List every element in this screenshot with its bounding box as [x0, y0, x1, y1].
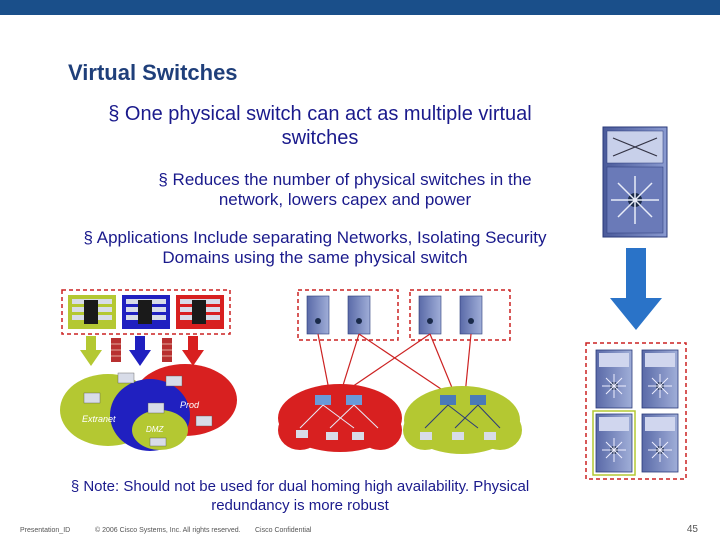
middle-switch-group-left [297, 289, 399, 341]
virtual-switch-icon [459, 295, 483, 335]
bullet-one-physical-switch: § One physical switch can act as multipl… [108, 103, 532, 149]
virtual-switch-icon [595, 349, 633, 409]
arrow-down-red-icon [182, 336, 204, 366]
virtual-switch-icon [592, 410, 636, 476]
virtual-switch-icon [641, 349, 679, 409]
cloud-label-extranet: Extranet [82, 414, 116, 424]
footer-presentation-id: Presentation_ID [20, 527, 71, 534]
virtual-switch-icon [306, 295, 330, 335]
bullet-reduces-switches: § Reduces the number of physical switche… [158, 170, 532, 210]
note-text: § Note: Should not be used for dual homi… [70, 478, 530, 514]
firewall-icon [162, 338, 172, 362]
left-switch-group-container [61, 289, 231, 335]
cloud-label-prod: Prod [180, 400, 200, 410]
middle-switch-group-right [409, 289, 511, 341]
arrow-down-green-icon [80, 336, 102, 366]
arrow-down-blue-icon [129, 336, 151, 366]
red-network-cloud-icon [278, 384, 402, 452]
top-banner [0, 0, 720, 15]
firewall-icon [111, 338, 121, 362]
physical-switch-chassis-icon [602, 126, 668, 238]
virtual-switch-icon [418, 295, 442, 335]
virtualize-arrow-icon [610, 248, 662, 330]
network-clouds-icon [60, 364, 237, 451]
virtual-switch-icon [641, 413, 679, 473]
server-rack-icon [68, 295, 116, 329]
slide-title: Virtual Switches [68, 60, 238, 85]
virtual-switches-container [585, 342, 687, 480]
bullet-applications: § Applications Include separating Networ… [83, 228, 547, 268]
footer-copyright: © 2006 Cisco Systems, Inc. All rights re… [95, 527, 241, 534]
green-network-cloud-icon [403, 386, 522, 454]
footer-confidential: Cisco Confidential [255, 527, 312, 534]
cloud-label-dmz: DMZ [146, 425, 164, 434]
virtual-switch-icon [347, 295, 371, 335]
server-rack-icon [176, 295, 224, 329]
server-rack-icon [122, 295, 170, 329]
network-links [317, 333, 472, 396]
page-number: 45 [686, 524, 698, 535]
